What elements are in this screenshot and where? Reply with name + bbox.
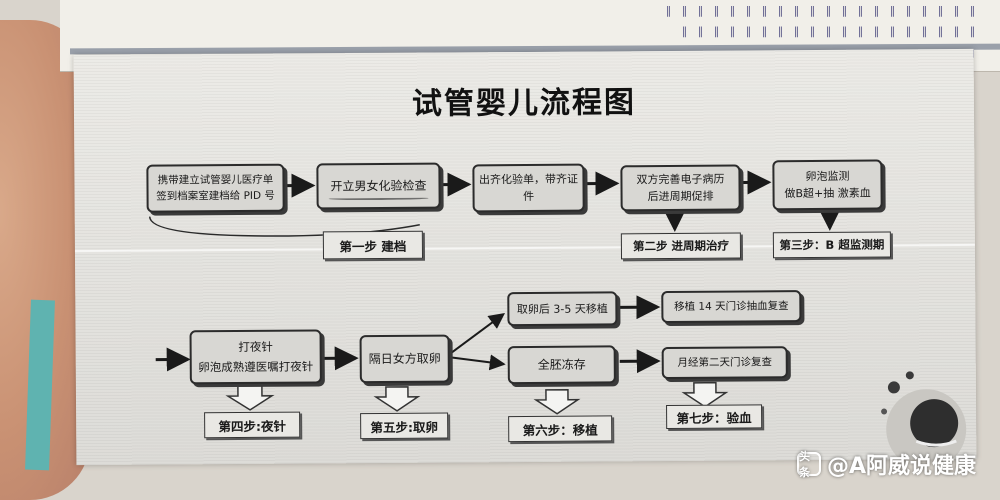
step-4-label: 第四步:夜针 (204, 411, 301, 439)
box-documents: 出齐化验单，带齐证 件 (472, 163, 585, 213)
box-trigger-shot-line1: 打夜针 (238, 339, 273, 355)
box-egg-retrieval: 隔日女方取卵 (359, 334, 450, 384)
box-trigger-shot: 打夜针 卵泡成熟遵医嘱打夜针 (189, 329, 322, 385)
box-file-register-line2: 签到档案室建档给 PID 号 (156, 189, 275, 203)
watermark-text: @A阿威说健康 (826, 454, 976, 479)
box-period-day-2-recheck: 月经第二天门诊复查 (661, 346, 788, 380)
box-follicle-monitor-line1: 卵泡监测 (805, 169, 850, 184)
toutiao-logo-icon: 头条 (796, 450, 821, 479)
box-egg-retrieval-text: 隔日女方取卵 (368, 351, 441, 366)
box-medical-record: 双方完善电子病历 后进周期促排 (620, 164, 741, 212)
hollow-arrow-step4 (225, 385, 275, 411)
hollow-arrow-step5 (373, 386, 421, 412)
step-3-label: 第三步：B 超监测期 (772, 231, 892, 259)
box-follicle-monitor: 卵泡监测 做B超+抽 激素血 (772, 159, 883, 211)
box-blood-test-14-days: 移植 14 天门诊抽血复查 (661, 290, 802, 324)
box-transfer-3-5-days: 取卵后 3-5 天移植 (507, 291, 618, 327)
box-period-day-2-recheck-text: 月经第二天门诊复查 (677, 355, 773, 369)
box-trigger-shot-line2: 卵泡成熟遵医嘱打夜针 (198, 359, 314, 375)
box-follicle-monitor-line2: 做B超+抽 激素血 (784, 186, 871, 201)
watermark: 头条 @A阿威说健康 (796, 448, 976, 480)
step-1-label: 第一步 建档 (322, 230, 424, 260)
step-5-label: 第五步:取卵 (360, 412, 449, 440)
box-freeze-all: 全胚冻存 (507, 345, 616, 385)
box-documents-line2: 件 (523, 189, 535, 204)
hollow-arrow-step6 (533, 388, 581, 415)
step-6-label: 第六步：移植 (508, 415, 613, 443)
box-transfer-3-5-days-text: 取卵后 3-5 天移植 (516, 301, 608, 316)
flowchart-sheet: 试管婴儿流程图 携带建立试管婴儿医疗单 签到档案室建档给 PID 号 (73, 48, 977, 466)
box-blood-test-14-days-text: 移植 14 天门诊抽血复查 (674, 299, 789, 313)
box-lab-tests: 开立男女化验检查 (316, 162, 441, 210)
bracket-step1 (148, 216, 420, 237)
box-file-register: 携带建立试管婴儿医疗单 签到档案室建档给 PID 号 (146, 163, 285, 213)
box-file-register-line1: 携带建立试管婴儿医疗单 (157, 173, 274, 187)
box-documents-line1: 出齐化验单，带齐证 (478, 172, 579, 187)
box-medical-record-line1: 双方完善电子病历 (636, 172, 725, 187)
box-lab-tests-text: 开立男女化验检查 (330, 178, 427, 193)
cartoon-illustration (881, 371, 967, 460)
box-medical-record-line2: 后进周期促排 (647, 189, 714, 204)
arrow-7-9 (451, 354, 506, 371)
flow-arrows (148, 170, 842, 415)
arrow-7-8 (451, 312, 506, 354)
step-7-label: 第七步：验血 (666, 404, 763, 430)
step-2-label: 第二步 进周期治疗 (620, 232, 742, 260)
hollow-arrow-step7 (681, 381, 729, 408)
box-freeze-all-text: 全胚冻存 (537, 357, 586, 372)
